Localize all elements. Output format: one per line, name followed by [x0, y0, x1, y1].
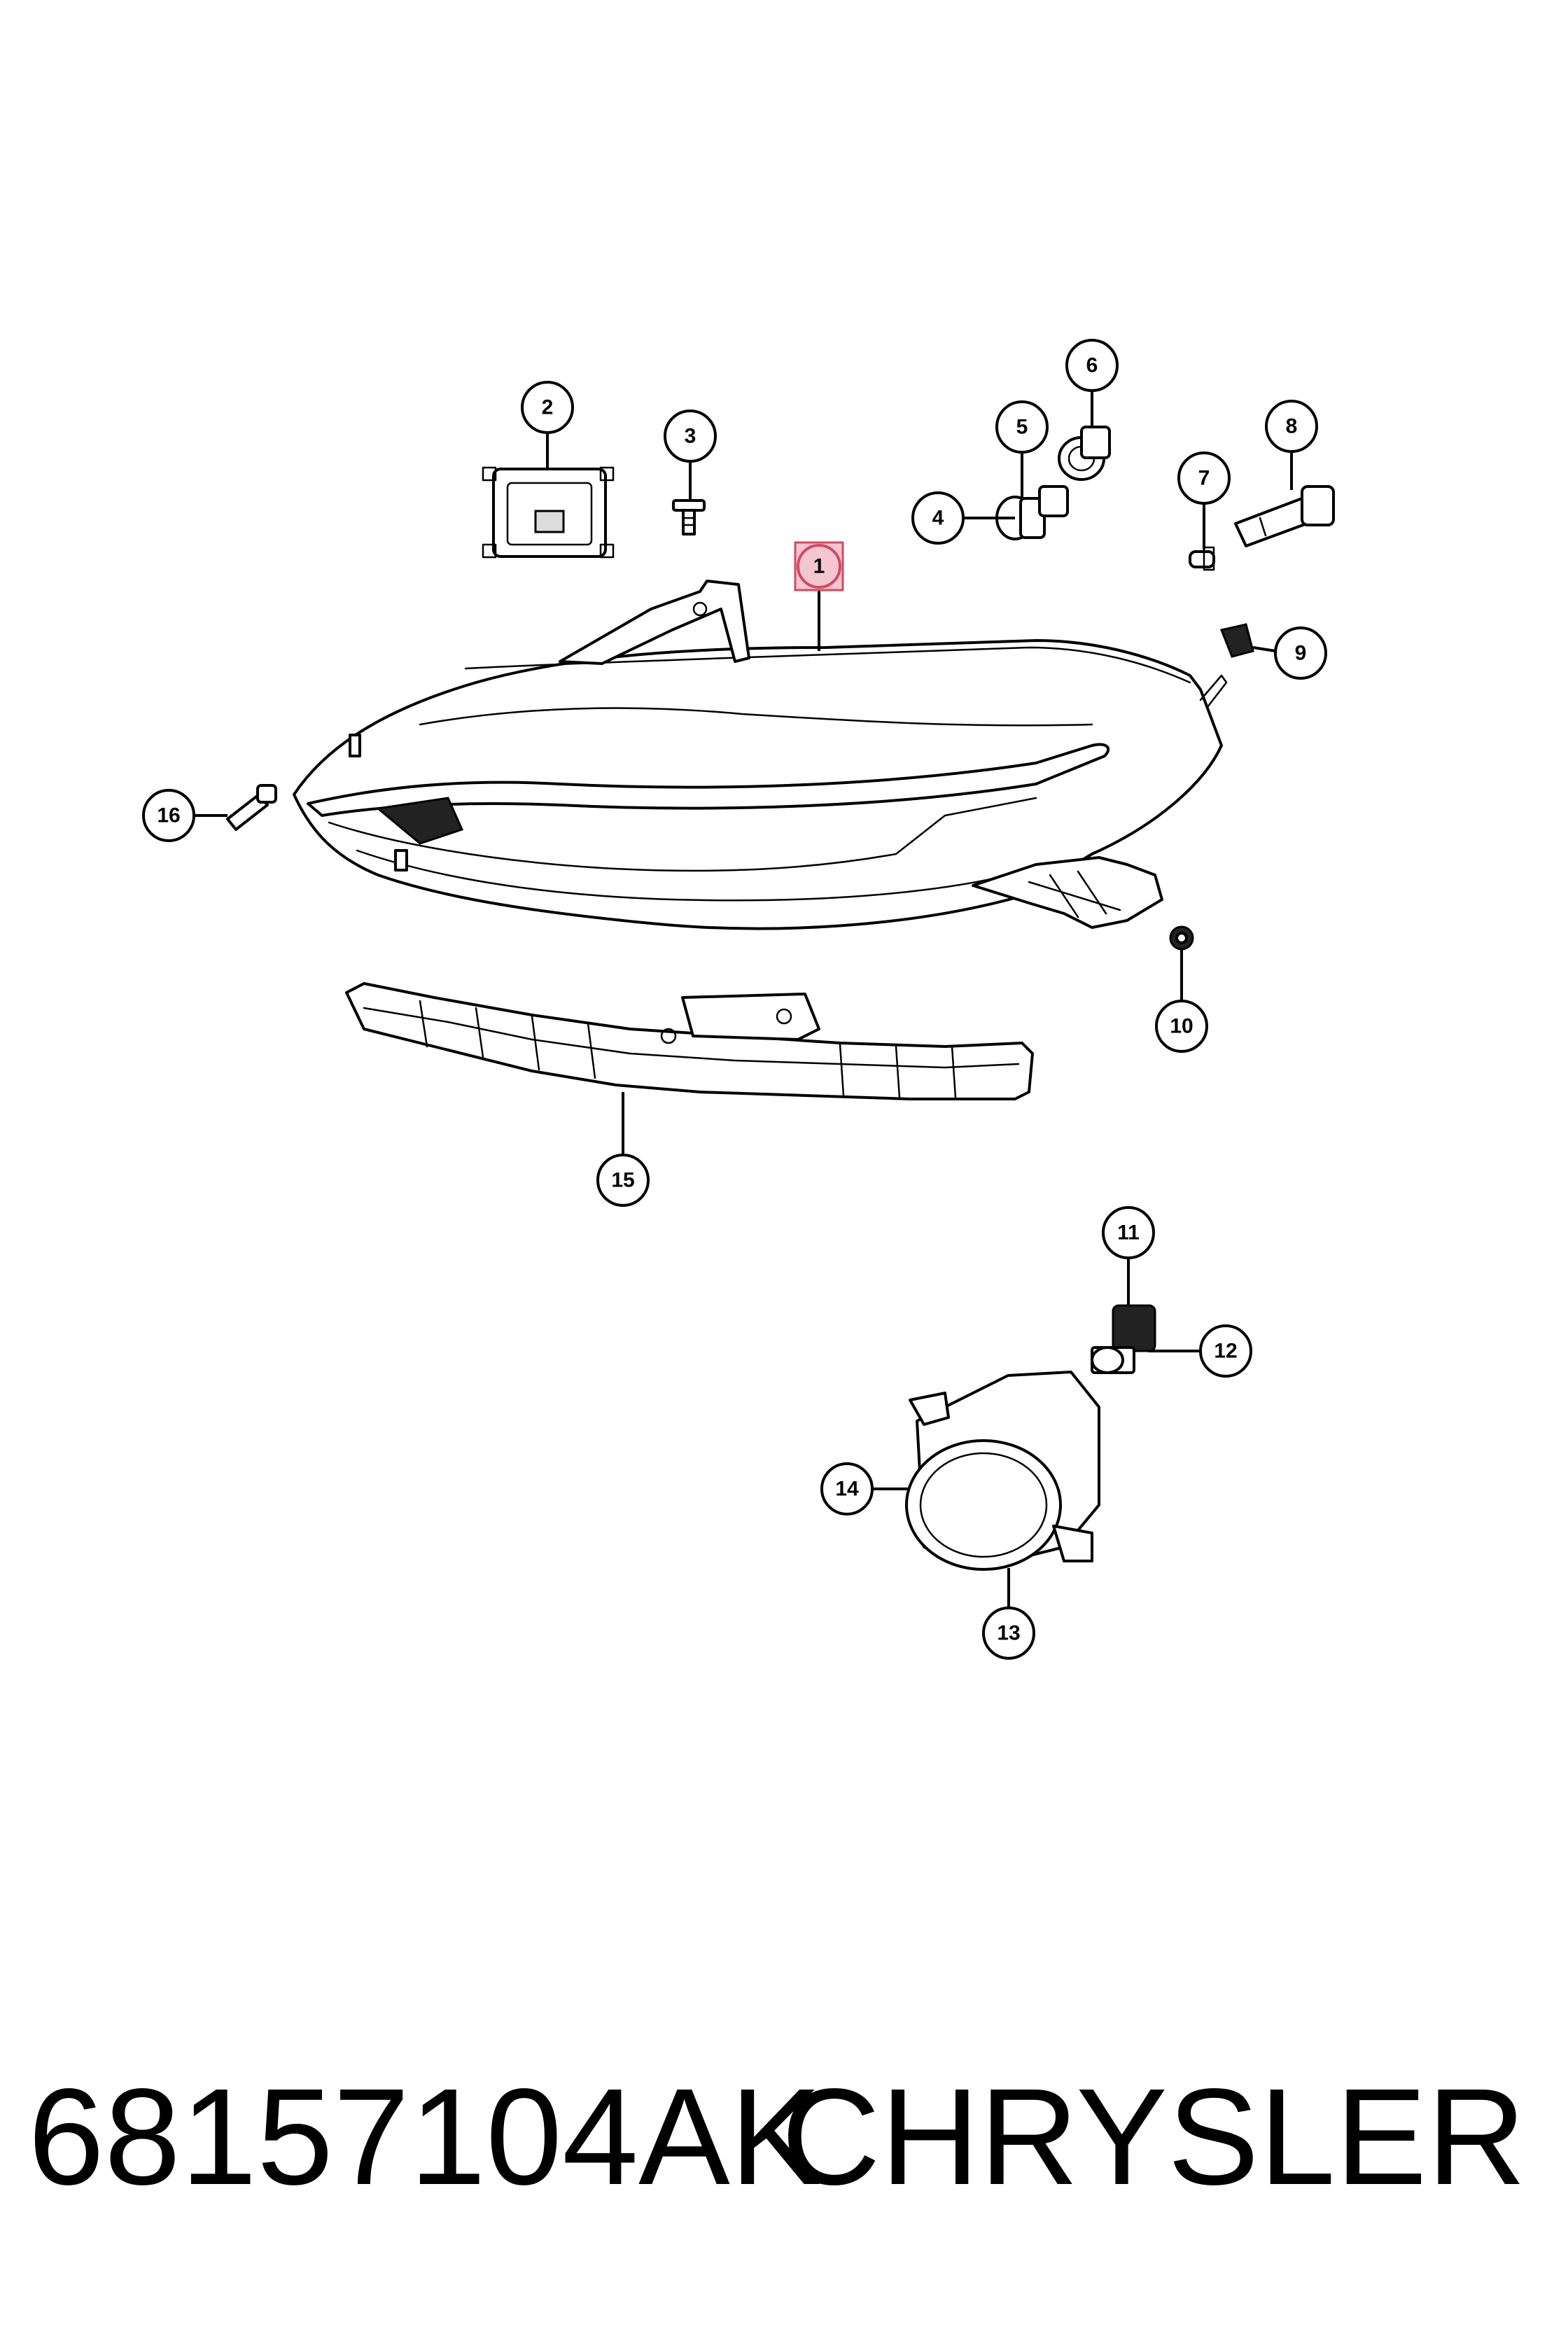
callout-16[interactable]: 16 — [142, 789, 195, 842]
callout-13-label: 13 — [997, 1622, 1020, 1645]
part-socket — [1038, 485, 1069, 517]
callout-9-label: 9 — [1295, 642, 1307, 665]
callout-16-label: 16 — [157, 804, 180, 827]
part-lower-bracket — [345, 982, 1034, 1100]
callout-14-label: 14 — [835, 1478, 859, 1501]
callout-14[interactable]: 14 — [820, 1462, 874, 1516]
callout-1[interactable]: 1 — [794, 541, 844, 592]
part-clip — [1219, 623, 1254, 658]
callout-15[interactable]: 15 — [596, 1154, 650, 1207]
callout-3[interactable]: 3 — [664, 410, 717, 463]
callout-5[interactable]: 5 — [995, 400, 1049, 454]
part-control-module — [482, 466, 615, 559]
part-gasket — [1058, 426, 1111, 481]
callout-11-label: 11 — [1117, 1222, 1140, 1245]
part-bulb-socket — [1234, 485, 1335, 547]
leader-lines — [194, 390, 1293, 1608]
callout-4[interactable]: 4 — [911, 491, 965, 545]
callout-2-label: 2 — [542, 396, 554, 419]
part-bolt — [226, 784, 277, 831]
callout-10[interactable]: 10 — [1155, 1000, 1208, 1053]
brand-name: CHRYSLER — [781, 2060, 1526, 2213]
callout-1-label: 1 — [813, 555, 825, 578]
part-fog-lamp — [905, 1371, 1100, 1571]
callout-8-label: 8 — [1286, 415, 1298, 438]
callout-6-label: 6 — [1086, 354, 1098, 377]
callout-12-label: 12 — [1214, 1340, 1237, 1363]
part-screw — [672, 499, 706, 536]
caption: 68157104AK CHRYSLER — [0, 2058, 1568, 2226]
callout-15-label: 15 — [611, 1169, 634, 1192]
callout-6[interactable]: 6 — [1065, 339, 1119, 392]
callout-11[interactable]: 11 — [1102, 1206, 1155, 1259]
part-headlamp-assembly — [293, 580, 1228, 930]
part-nut — [1169, 925, 1194, 951]
callout-2[interactable]: 2 — [521, 381, 574, 434]
callout-8[interactable]: 8 — [1265, 400, 1318, 453]
callout-12[interactable]: 12 — [1199, 1324, 1252, 1378]
part-fog-bulb — [1091, 1304, 1156, 1374]
callouts: 1 2 3 4 5 6 7 8 — [142, 339, 1327, 1660]
callout-13[interactable]: 13 — [982, 1606, 1035, 1660]
part-small-bulb — [1189, 546, 1215, 571]
callout-5-label: 5 — [1016, 416, 1028, 439]
callout-10-label: 10 — [1170, 1015, 1193, 1038]
part-number: 68157104AK — [28, 2060, 822, 2213]
callout-9[interactable]: 9 — [1274, 626, 1327, 680]
callout-3-label: 3 — [685, 425, 696, 448]
callout-4-label: 4 — [932, 507, 944, 530]
callout-7[interactable]: 7 — [1177, 451, 1231, 505]
callout-7-label: 7 — [1198, 467, 1210, 490]
